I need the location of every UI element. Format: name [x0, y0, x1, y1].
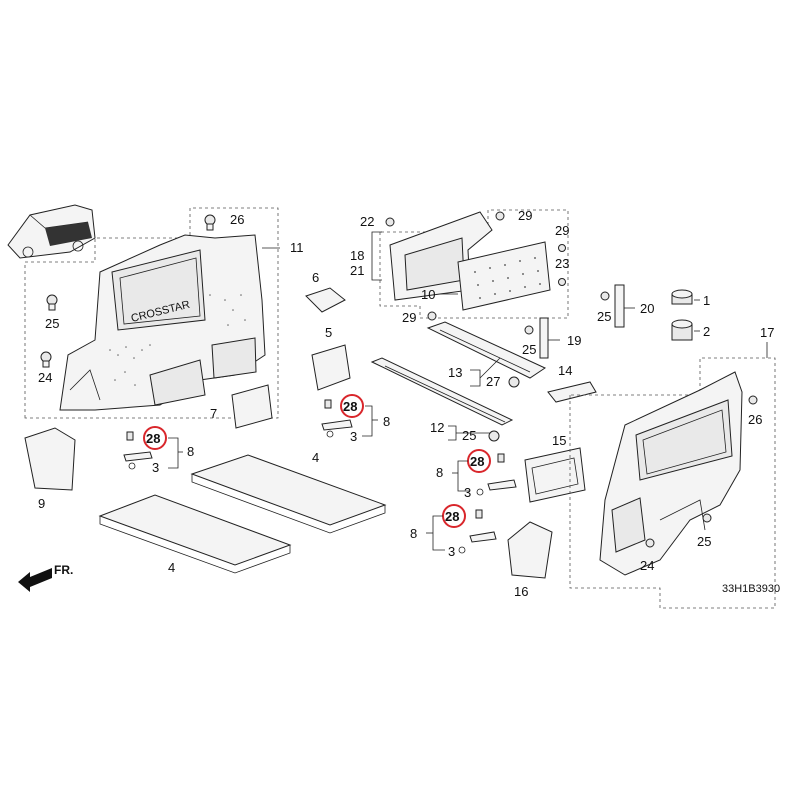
floor-board-lower — [98, 494, 292, 574]
callout-19: 19 — [567, 333, 581, 348]
right-group-frame — [569, 357, 776, 609]
clip-29-bottom — [427, 311, 437, 321]
clip-22 — [385, 217, 395, 227]
callout-3-right-lower: 3 — [448, 544, 455, 559]
clip-29-right — [558, 244, 566, 252]
callout-3-center: 3 — [350, 429, 357, 444]
clip-25-center — [524, 325, 534, 335]
callout-1: 1 — [703, 293, 710, 308]
callout-25-center: 25 — [522, 342, 536, 357]
part-12-sill — [370, 357, 514, 426]
clip-25-sill — [488, 430, 500, 442]
callout-5: 5 — [325, 325, 332, 340]
callout-28-left: 28 — [146, 431, 160, 446]
callout-10: 10 — [421, 287, 435, 302]
callout-6: 6 — [312, 270, 319, 285]
hook-assembly-right-upper: 28 8 3 — [436, 449, 517, 500]
floor-board-upper — [190, 454, 387, 534]
part-13-sill-plate — [426, 321, 547, 379]
part-7-cover — [231, 384, 273, 429]
callout-8-left: 8 — [187, 444, 194, 459]
callout-3-right-upper: 3 — [464, 485, 471, 500]
front-direction-label: FR. — [54, 563, 73, 577]
clip-24-left — [40, 351, 52, 368]
clip-29-top — [495, 211, 505, 221]
part-15-panel — [524, 447, 586, 503]
callout-28-right-lower: 28 — [445, 509, 459, 524]
hook-assembly-right-lower: 28 8 3 — [410, 504, 497, 559]
callout-16: 16 — [514, 584, 528, 599]
right-side-panel — [599, 371, 743, 576]
callout-20: 20 — [640, 301, 654, 316]
clip-25-right — [702, 513, 712, 523]
clip-25-left — [46, 294, 58, 311]
callout-29-right: 29 — [555, 223, 569, 238]
callout-17: 17 — [760, 325, 774, 340]
callout-28-right-upper: 28 — [470, 454, 484, 469]
part-1-socket — [671, 289, 693, 305]
callout-8-right-lower: 8 — [410, 526, 417, 541]
clip-27 — [508, 376, 520, 388]
callout-4-upper: 4 — [312, 450, 319, 465]
left-side-panel: CROSSTAR — [59, 234, 266, 411]
callout-3-left: 3 — [152, 460, 159, 475]
clip-24-right — [645, 538, 655, 548]
callout-25-sill: 25 — [462, 428, 476, 443]
callout-4-lower: 4 — [168, 560, 175, 575]
vehicle-thumbnail — [7, 204, 96, 259]
callout-22: 22 — [360, 214, 374, 229]
callout-25-left: 25 — [45, 316, 59, 331]
stipple-texture — [109, 294, 246, 386]
callout-29-bottom: 29 — [402, 310, 416, 325]
front-direction-arrow: FR. — [18, 563, 73, 592]
part-2-socket — [671, 319, 693, 341]
callout-18: 18 — [350, 248, 364, 263]
callout-26-right: 26 — [748, 412, 762, 427]
callout-11: 11 — [290, 240, 304, 255]
part-6-lid — [305, 287, 346, 313]
callout-15: 15 — [552, 433, 566, 448]
clip-25-right-top — [600, 291, 610, 301]
callout-27: 27 — [486, 374, 500, 389]
callout-26-left: 26 — [230, 212, 244, 227]
part-19-strip — [539, 317, 549, 359]
callout-12: 12 — [430, 420, 444, 435]
part-10-panel — [457, 241, 551, 311]
callout-24-left: 24 — [38, 370, 52, 385]
callout-8-center: 8 — [383, 414, 390, 429]
hook-assembly-left: 28 8 3 — [123, 426, 194, 475]
callout-13: 13 — [448, 365, 462, 380]
callout-14: 14 — [558, 363, 572, 378]
callout-23: 23 — [555, 256, 569, 271]
clip-26-right — [748, 395, 758, 405]
callout-7: 7 — [210, 406, 217, 421]
clip-23 — [558, 278, 566, 286]
hook-assembly-center: 28 8 3 — [321, 394, 390, 444]
part-16-panel — [507, 521, 553, 579]
part-20-strip — [614, 284, 625, 328]
diagram-code: 33H1B3930 — [722, 583, 780, 595]
callout-28-center: 28 — [343, 399, 357, 414]
part-14-cover — [547, 381, 597, 403]
callout-25-right: 25 — [697, 534, 711, 549]
part-5-cover — [311, 344, 351, 391]
callout-8-right-upper: 8 — [436, 465, 443, 480]
callout-21: 21 — [350, 263, 364, 278]
callout-29-top: 29 — [518, 208, 532, 223]
callout-25-right-top: 25 — [597, 309, 611, 324]
callout-24-right: 24 — [640, 558, 654, 573]
part-9-panel — [24, 427, 76, 491]
clip-26-left — [204, 214, 216, 231]
callout-9: 9 — [38, 496, 45, 511]
callout-2: 2 — [703, 324, 710, 339]
